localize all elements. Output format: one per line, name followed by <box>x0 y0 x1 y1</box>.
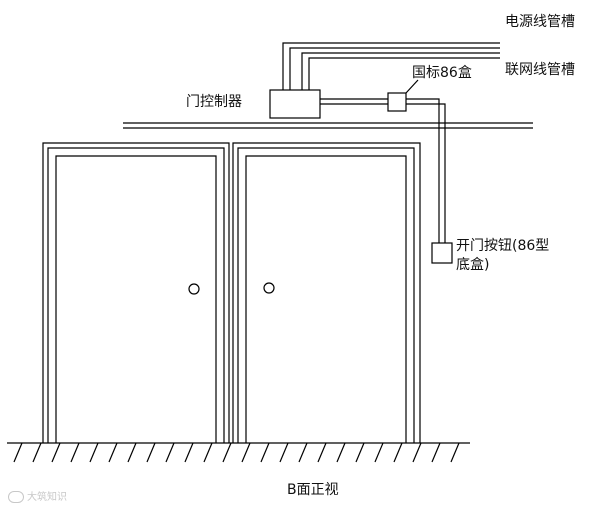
floor-hatch-mark <box>279 442 289 463</box>
floor-hatch-mark <box>298 442 308 463</box>
box-to-button-wire-2 <box>406 103 446 243</box>
floor-hatch-mark <box>184 442 194 463</box>
right-door-leaf <box>245 155 407 443</box>
network-conduit-line-1 <box>301 52 500 90</box>
network-conduit-line-2 <box>308 57 500 90</box>
floor-hatch-mark <box>374 442 384 463</box>
floor-hatch-mark <box>317 442 327 463</box>
right-door-frame-outer <box>232 142 421 443</box>
power-conduit-line-1 <box>282 42 500 90</box>
exit-button-box <box>431 242 453 264</box>
door-controller-box <box>269 89 321 119</box>
floor-hatch-mark <box>412 442 422 463</box>
floor-hatch-mark <box>13 442 23 463</box>
floor-hatch-mark <box>355 442 365 463</box>
junction-box-86 <box>387 92 407 112</box>
watermark: 大筑知识 <box>8 488 67 503</box>
right-door-knob <box>263 282 275 294</box>
power-conduit-label: 电源线管槽 <box>505 14 575 30</box>
left-door-leaf <box>55 155 217 443</box>
floor-hatch-mark <box>203 442 213 463</box>
floor-hatch-mark <box>89 442 99 463</box>
watermark-text: 大筑知识 <box>27 492 67 503</box>
floor-hatch-mark <box>241 442 251 463</box>
floor-hatch-mark <box>336 442 346 463</box>
floor-hatch <box>13 442 460 463</box>
floor-hatch-mark <box>70 442 80 463</box>
floor-hatch-mark <box>108 442 118 463</box>
floor-hatch-mark <box>222 442 232 463</box>
view-caption: B面正视 <box>287 482 339 498</box>
floor-hatch-mark <box>450 442 460 463</box>
box-to-button-wire-1 <box>406 98 440 243</box>
floor-hatch-mark <box>51 442 61 463</box>
floor-hatch-mark <box>127 442 137 463</box>
floor-hatch-mark <box>393 442 403 463</box>
door-controller-label: 门控制器 <box>186 94 242 110</box>
network-conduit-label: 联网线管槽 <box>505 62 575 78</box>
exit-button-label-line2: 底盒) <box>456 257 490 273</box>
right-door-frame-middle <box>237 147 415 443</box>
floor-hatch-mark <box>165 442 175 463</box>
left-door-frame-outer <box>42 142 230 443</box>
floor-hatch-mark <box>32 442 42 463</box>
left-door-frame-middle <box>47 147 225 443</box>
left-door-knob <box>188 283 200 295</box>
floor-hatch-mark <box>146 442 156 463</box>
floor-hatch-mark <box>431 442 441 463</box>
floor-hatch-mark <box>260 442 270 463</box>
junction-box-label: 国标86盒 <box>412 65 472 81</box>
watermark-logo-icon <box>8 491 24 503</box>
power-conduit-line-2 <box>289 47 500 90</box>
exit-button-label-line1: 开门按钮(86型 <box>456 238 550 254</box>
junction-box-leader <box>405 79 419 94</box>
